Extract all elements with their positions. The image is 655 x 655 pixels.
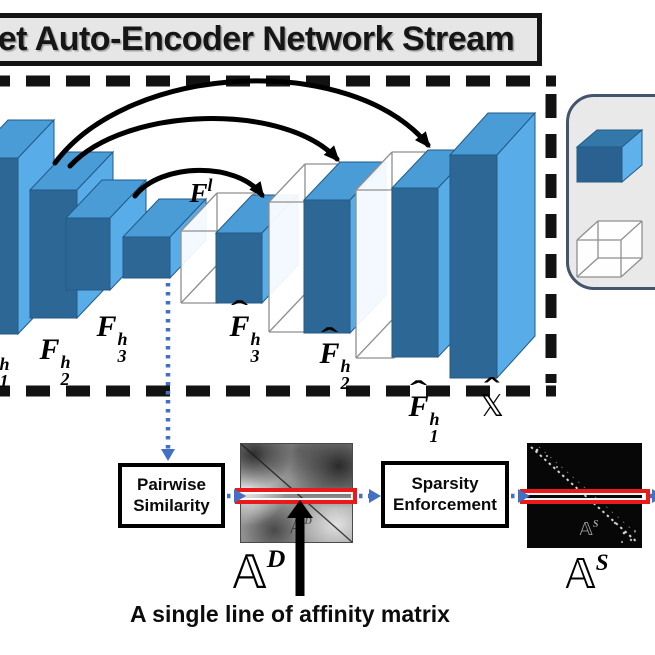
legend-wire-cube-edge (576, 257, 599, 278)
skip-connection-outer (52, 78, 431, 166)
sparse-output-arrow-head (652, 489, 655, 503)
legend-solid-cube (575, 128, 644, 184)
encoder-block-f2-front-face (29, 189, 78, 319)
decoder-block-f3-front-face (215, 232, 263, 304)
legend-wire-cube (576, 220, 643, 278)
decoder-wire-3-edge (180, 192, 218, 232)
decoder-block-f1-front-face (391, 187, 439, 358)
legend-wire-cube-edge (620, 220, 643, 241)
dense-to-sparsity-arrow-head (369, 489, 381, 503)
decoder-wire-3-edge (180, 264, 218, 304)
legend-solid-cube-front-face (576, 146, 623, 183)
single-line-pointer-arrowhead (287, 500, 313, 518)
legend-wire-cube-edge (576, 220, 599, 241)
output-block-x-side-face (496, 111, 536, 380)
output-block-x (448, 111, 537, 380)
decoder-block-f2-front-face (303, 199, 351, 334)
decoder-wire-2-edge (268, 293, 306, 333)
pairwise-to-dense-arrow-head (234, 489, 246, 503)
decoder-wire-1-edge (355, 151, 393, 191)
latent-to-pairwise-arrow-head (161, 449, 175, 461)
decoder-wire-2-edge (268, 163, 306, 203)
encoder-block-f1-front-face (0, 157, 19, 335)
output-block-x-front-face (449, 154, 498, 379)
sparse-matrix-diagonal (530, 446, 639, 544)
sparse-affinity-matrix-image (527, 443, 642, 548)
dense-matrix-diagonal (240, 443, 353, 543)
sparsity-to-sparse-arrow-head (518, 489, 530, 503)
legend-wire-cube-edge (620, 257, 643, 278)
decoder-wire-1-edge (355, 319, 393, 359)
encoder-block-f3-front-face (65, 217, 111, 291)
latent-block-fl-front-face (122, 236, 171, 279)
skip-connection-inner (132, 167, 265, 199)
skip-connection-middle (67, 116, 340, 169)
